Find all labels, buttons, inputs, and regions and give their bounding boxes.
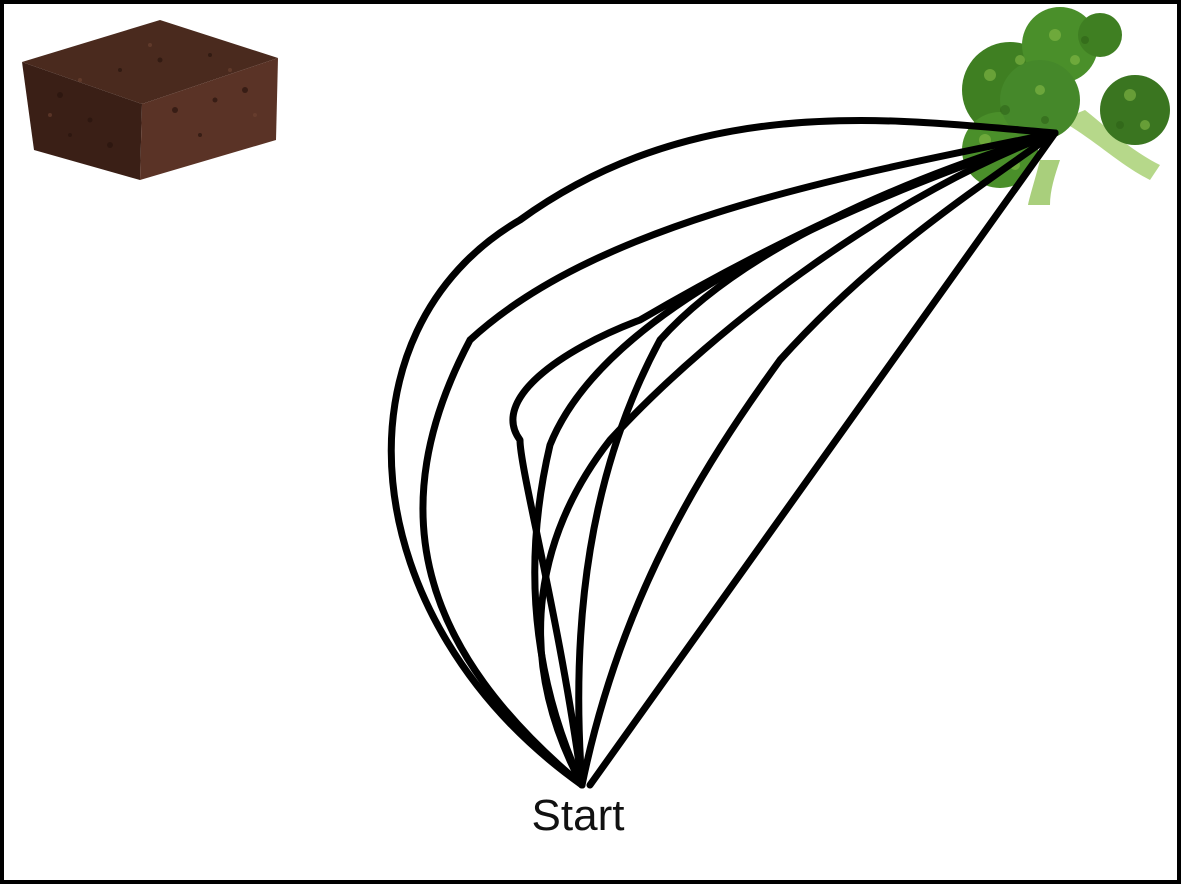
start-label: Start	[532, 791, 625, 840]
path-6	[541, 133, 1055, 785]
path-1	[391, 121, 1055, 785]
decision-paths-diagram: Start	[4, 4, 1177, 880]
brownie-image	[22, 20, 278, 180]
path-2	[423, 133, 1055, 785]
paths-group	[391, 121, 1055, 785]
